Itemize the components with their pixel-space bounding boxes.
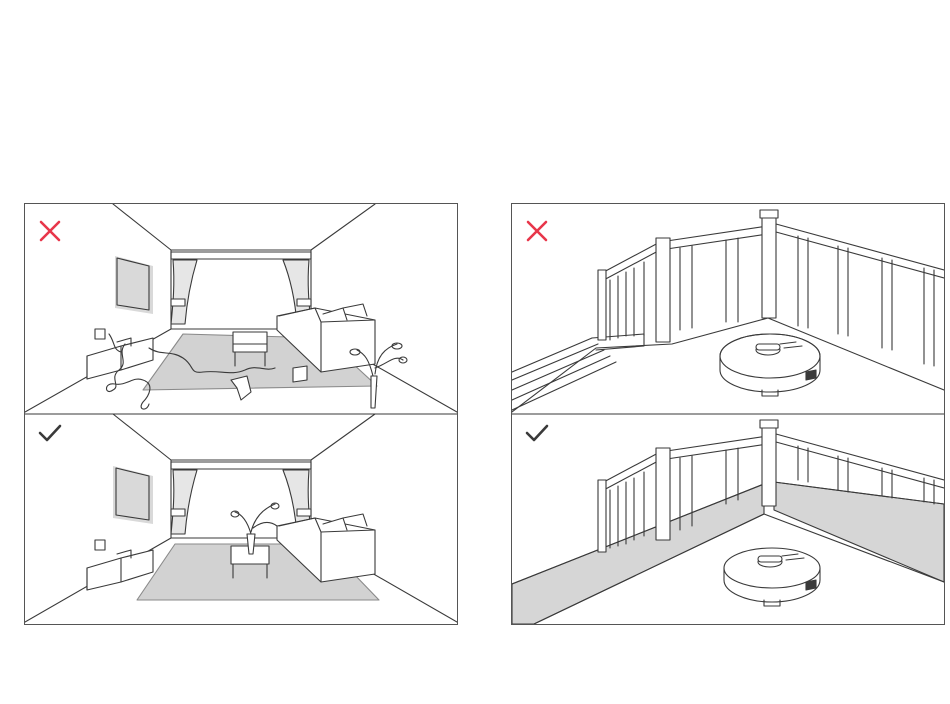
cross-icon — [37, 218, 63, 244]
cluttered-room-scene — [25, 204, 457, 412]
check-icon — [37, 420, 63, 446]
tidy-room-scene — [25, 414, 457, 622]
room-comparison-panel — [24, 203, 458, 625]
stairs-barrier-scene — [512, 420, 944, 624]
stairs-illustration — [512, 204, 944, 624]
check-icon — [524, 420, 550, 446]
room-illustration — [25, 204, 457, 624]
stairs-unprotected-scene — [512, 210, 944, 412]
stairs-comparison-panel — [511, 203, 945, 625]
cross-icon — [524, 218, 550, 244]
